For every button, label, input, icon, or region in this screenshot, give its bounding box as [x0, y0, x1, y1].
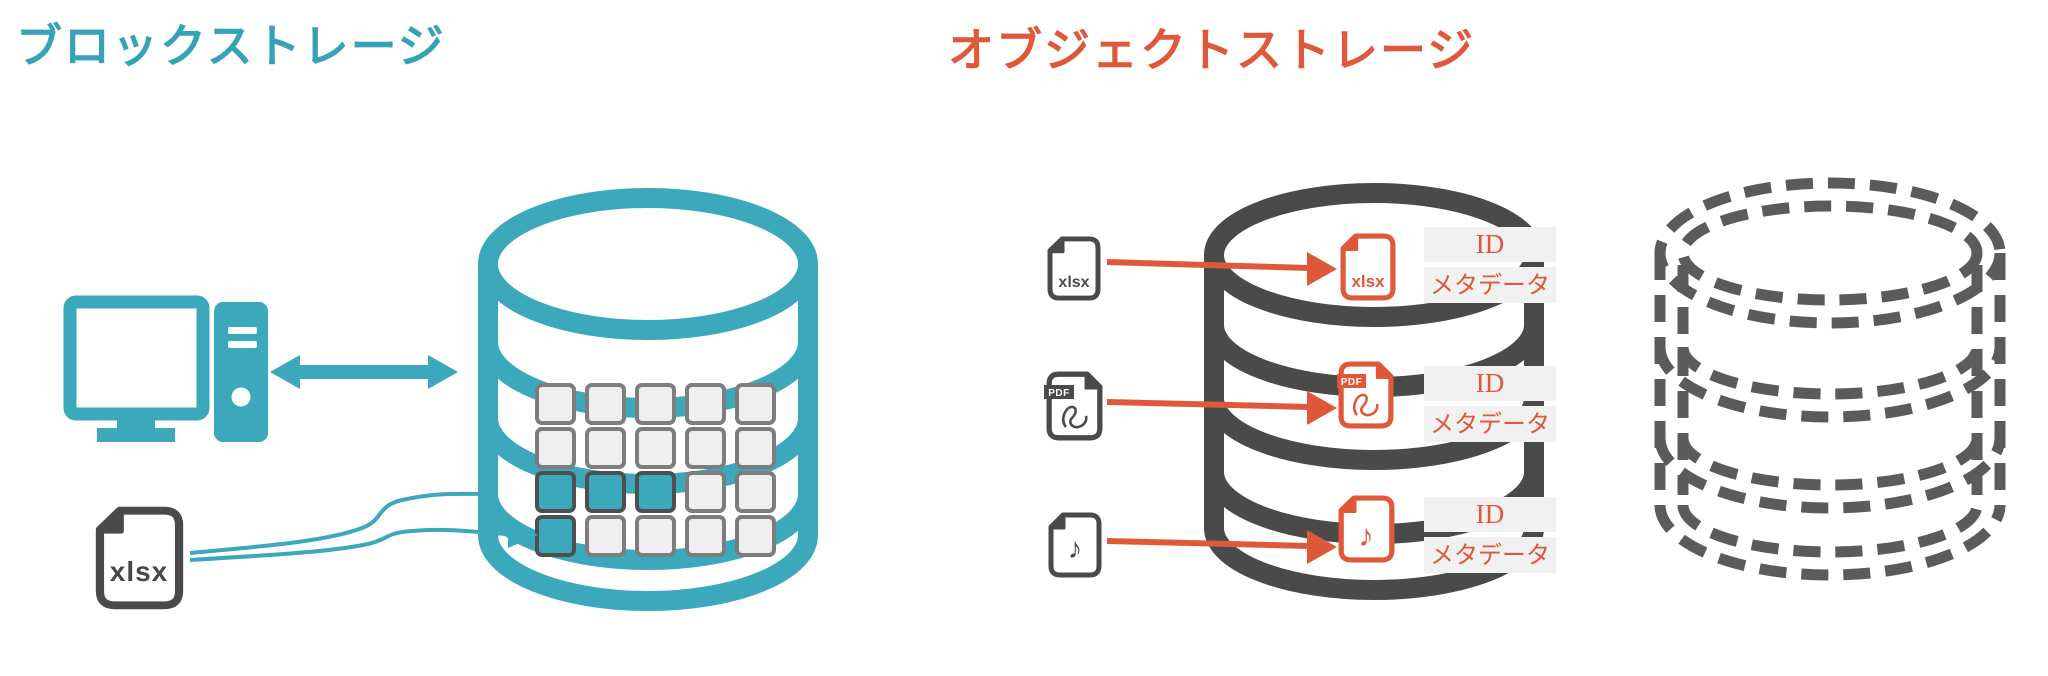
block-cell: [735, 515, 776, 557]
block-cell: [585, 515, 626, 557]
object-label-row: ID メタデータ: [1424, 227, 1556, 303]
arrow-pdf: [1106, 391, 1337, 425]
block-cell-used: [635, 471, 676, 513]
file-to-blocks-connectors: [189, 491, 538, 562]
audio-file-icon: ♪: [1051, 515, 1099, 575]
block-cell: [685, 383, 726, 425]
stored-objects: xlsx PDF ♪: [1337, 236, 1393, 560]
double-arrow-icon: [270, 355, 458, 389]
pdf-object-icon: PDF: [1337, 364, 1391, 426]
id-label: ID: [1476, 368, 1505, 398]
pdf-file-icon: PDF: [1044, 374, 1100, 438]
metadata-label: メタデータ: [1430, 542, 1550, 569]
block-cell: [635, 515, 676, 557]
desktop-computer-icon: [63, 295, 268, 442]
audio-object-icon: ♪: [1341, 498, 1392, 560]
pdf-source-label: PDF: [1048, 388, 1070, 399]
block-cell: [535, 383, 576, 425]
block-cell: [535, 427, 576, 469]
block-cell-used: [535, 515, 576, 557]
block-cell: [685, 471, 726, 513]
pdf-object-label: PDF: [1341, 377, 1363, 388]
xlsx-file-icon: xlsx: [1050, 239, 1098, 298]
block-cell-used: [535, 471, 576, 513]
object-storage-section: ID メタデータ ID メタデータ ID メタデータ: [1044, 177, 2006, 600]
audio-object-label: ♪: [1358, 518, 1374, 553]
block-cell: [585, 427, 626, 469]
metadata-label: メタデータ: [1430, 411, 1550, 438]
object-label-row: ID メタデータ: [1424, 497, 1556, 573]
block-cell: [635, 427, 676, 469]
block-cell: [585, 383, 626, 425]
block-storage-title: ブロックストレージ: [16, 20, 446, 72]
xlsx-source-label: xlsx: [1058, 274, 1089, 291]
xlsx-object-icon: xlsx: [1343, 236, 1393, 298]
block-cell: [735, 471, 776, 513]
arrow-audio: [1106, 530, 1337, 564]
pdf-squiggle-glyph: [1062, 405, 1088, 429]
id-label: ID: [1476, 499, 1505, 529]
audio-source-label: ♪: [1068, 533, 1083, 565]
object-labels: ID メタデータ ID メタデータ ID メタデータ: [1424, 227, 1556, 573]
metadata-label: メタデータ: [1430, 272, 1550, 299]
block-storage-section: xlsx: [63, 188, 818, 611]
block-cell: [635, 383, 676, 425]
block-cell: [685, 427, 726, 469]
block-grid: [535, 383, 776, 557]
block-cell: [685, 515, 726, 557]
source-files: xlsx PDF ♪: [1044, 239, 1100, 575]
block-cell: [735, 427, 776, 469]
block-cell: [735, 383, 776, 425]
xlsx-file-label: xlsx: [110, 556, 169, 587]
upload-arrows: [1106, 252, 1337, 564]
object-storage-title: オブジェクトストレージ: [948, 24, 1476, 76]
xlsx-object-label: xlsx: [1351, 272, 1385, 291]
object-label-row: ID メタデータ: [1424, 366, 1556, 442]
id-label: ID: [1476, 229, 1505, 259]
pdf-squiggle-glyph: [1353, 393, 1379, 417]
block-cell-used: [585, 471, 626, 513]
xlsx-file-icon: xlsx: [100, 511, 179, 606]
dashed-database-icon: [1654, 177, 2006, 581]
arrow-xlsx: [1106, 252, 1337, 286]
